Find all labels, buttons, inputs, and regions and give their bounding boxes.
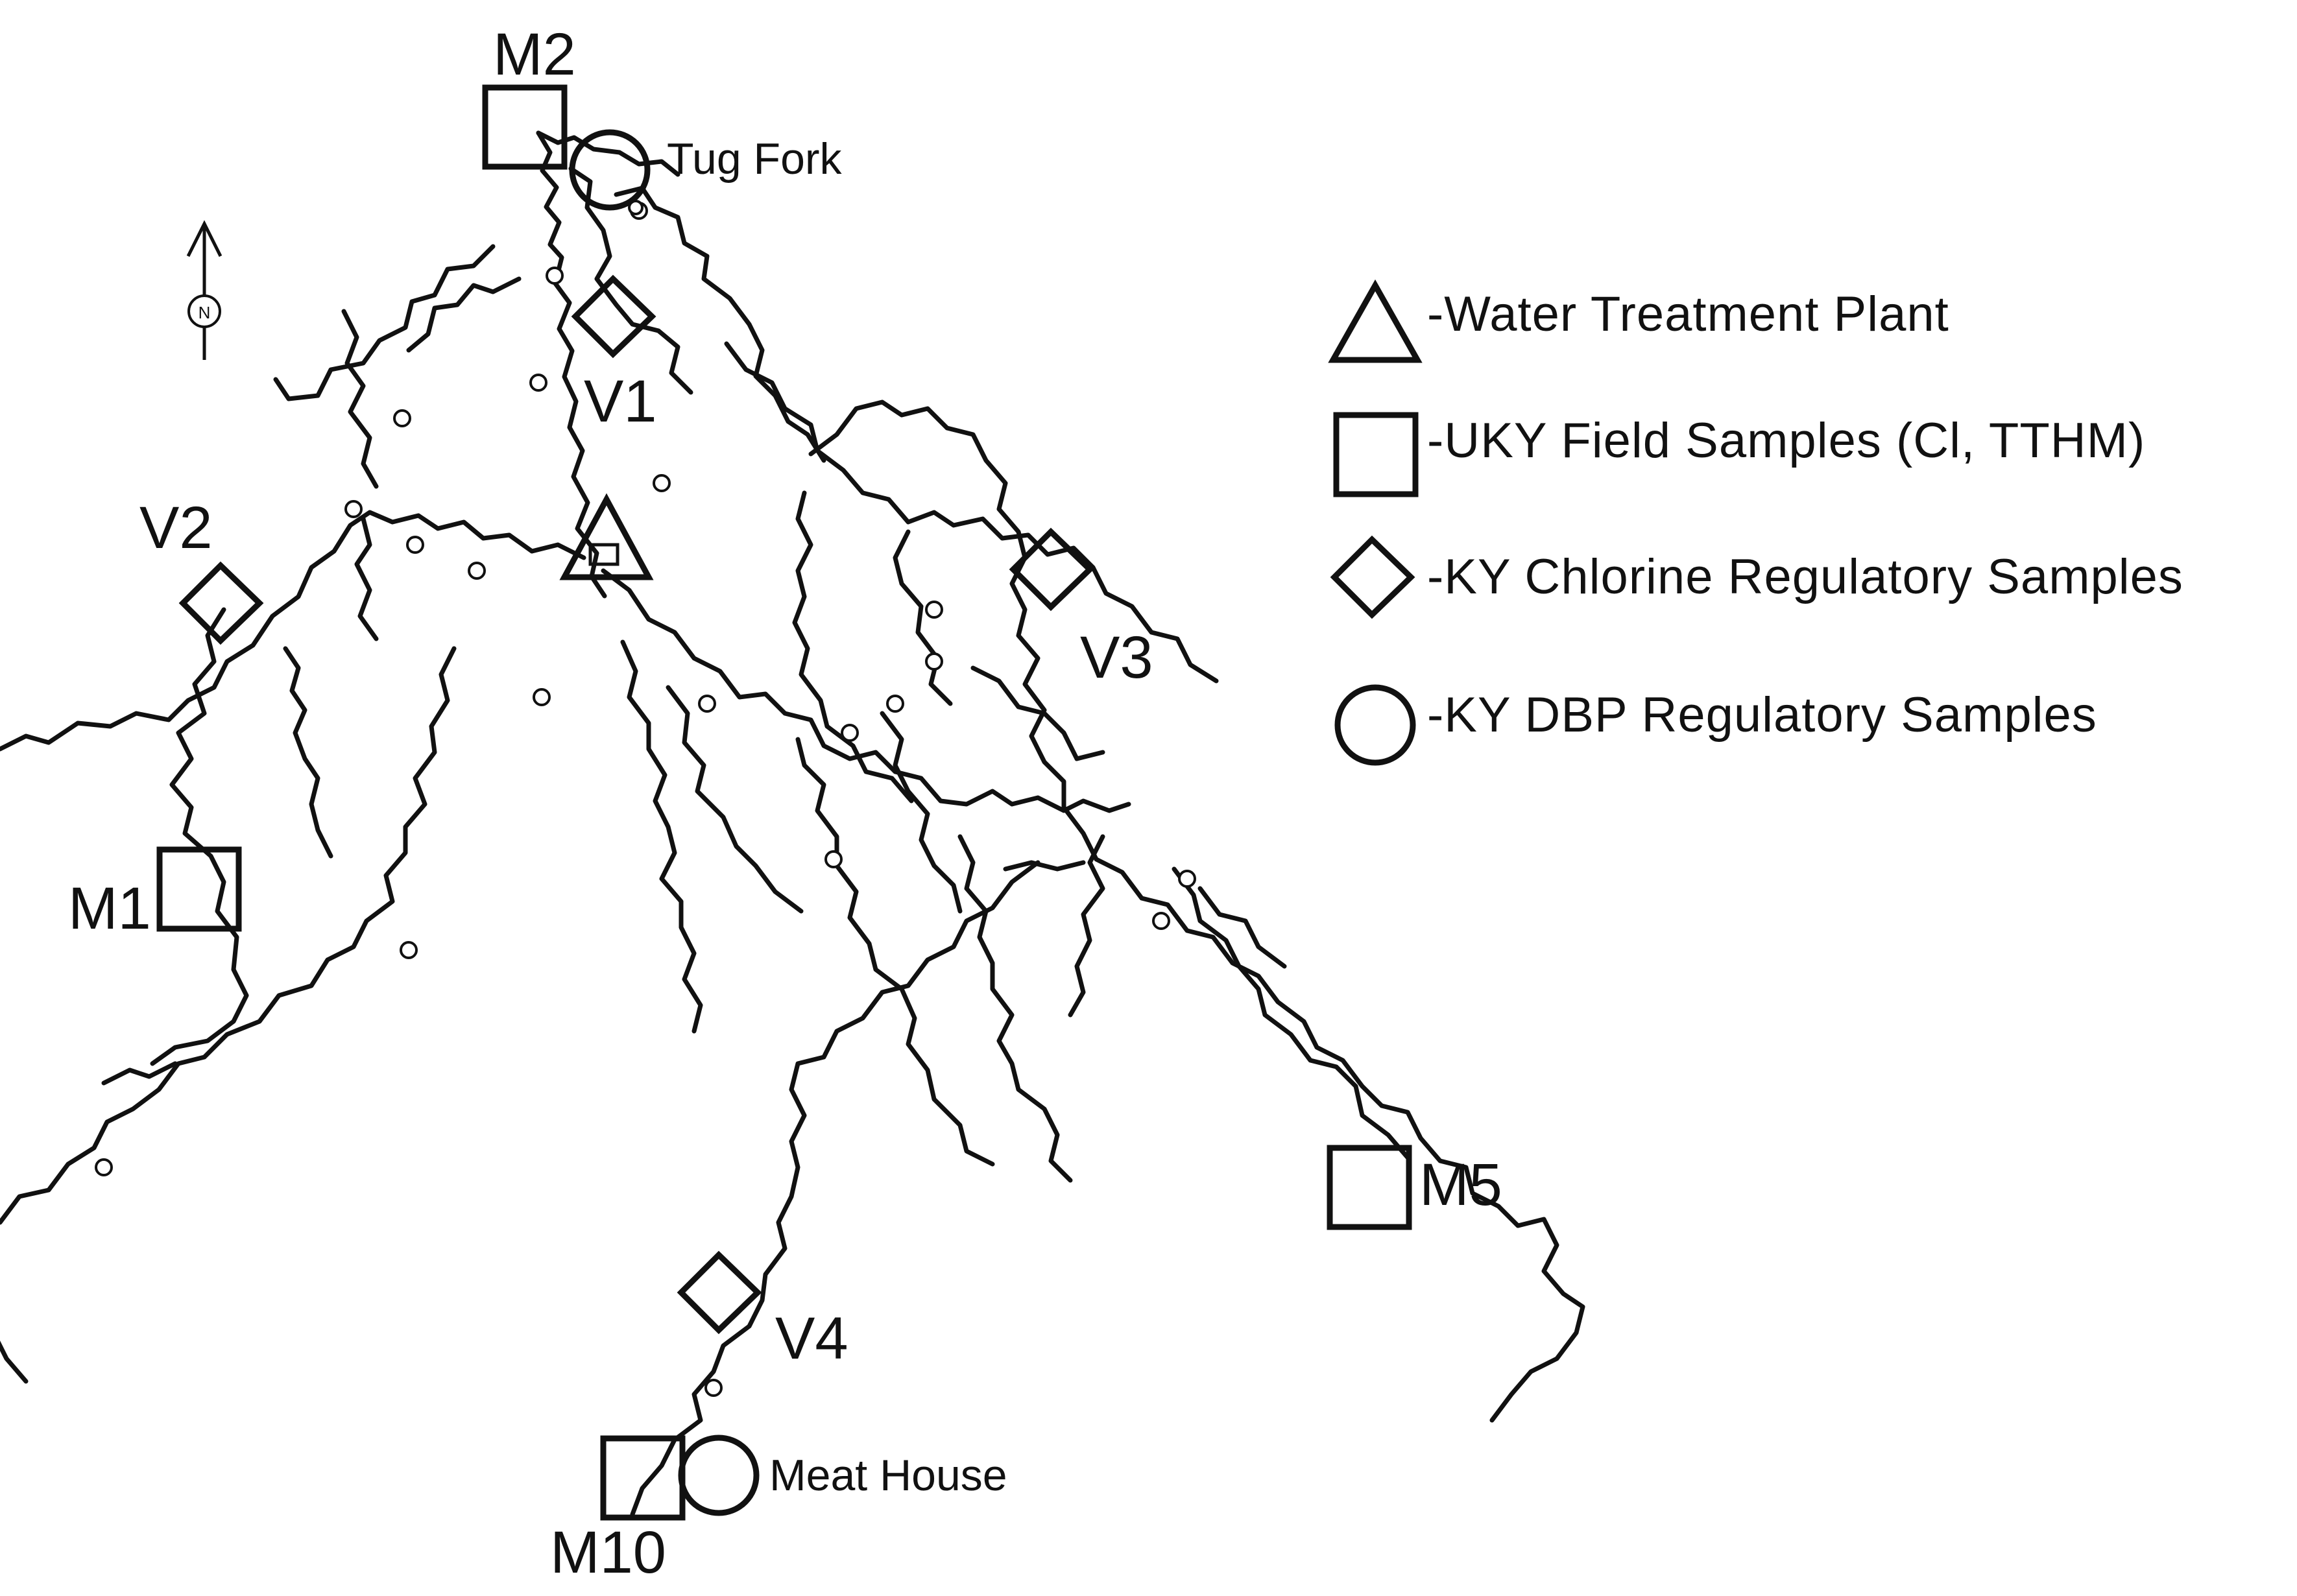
label-v2: V2 bbox=[139, 495, 213, 561]
sample-symbols: M2 Tug Fork V1 V2 V3 M1 M5 V4 M10 Meat H… bbox=[68, 21, 1502, 1586]
junction-node bbox=[546, 267, 564, 285]
junction-node bbox=[529, 374, 547, 392]
label-tug-fork: Tug Fork bbox=[667, 134, 843, 184]
legend-wtp-label: -Water Treatment Plant bbox=[1427, 287, 1949, 342]
junction-node bbox=[925, 601, 943, 619]
junction-node bbox=[344, 500, 363, 518]
square-marker-m1[interactable] bbox=[156, 846, 242, 932]
junction-node bbox=[886, 695, 904, 713]
label-v3: V3 bbox=[1080, 625, 1153, 691]
square-marker-m5[interactable] bbox=[1327, 1145, 1412, 1230]
square-marker-m2[interactable] bbox=[482, 84, 568, 170]
legend: -Water Treatment Plant -UKY Field Sample… bbox=[1328, 279, 2183, 766]
legend-ky-chlorine-label: -KY Chlorine Regulatory Samples bbox=[1427, 549, 2183, 604]
triangle-marker-wtp[interactable] bbox=[559, 493, 654, 580]
label-v4: V4 bbox=[775, 1305, 848, 1372]
junction-node bbox=[393, 409, 411, 427]
wtp-building-icon bbox=[588, 543, 619, 566]
legend-triangle-icon bbox=[1328, 279, 1423, 363]
north-arrow: N bbox=[186, 220, 222, 360]
legend-ky-dbp-label: -KY DBP Regulatory Samples bbox=[1427, 687, 2097, 743]
pipe-network bbox=[0, 130, 1585, 1517]
legend-diamond-icon bbox=[1330, 535, 1415, 619]
junction-node bbox=[925, 652, 943, 671]
label-m5: M5 bbox=[1419, 1152, 1502, 1218]
circle-marker-tug-fork[interactable] bbox=[569, 129, 651, 211]
legend-square-icon bbox=[1333, 412, 1419, 497]
junction-node bbox=[1152, 912, 1170, 930]
diamond-marker-v3[interactable] bbox=[1009, 527, 1094, 612]
junction-node bbox=[824, 850, 843, 868]
junction-node bbox=[1178, 870, 1196, 888]
label-m2: M2 bbox=[493, 21, 576, 88]
diamond-marker-v4[interactable] bbox=[677, 1250, 762, 1335]
legend-uky-label: -UKY Field Samples (Cl, TTHM) bbox=[1427, 413, 2145, 468]
junction-node bbox=[841, 724, 859, 742]
label-m10: M10 bbox=[550, 1519, 666, 1586]
junction-node bbox=[400, 941, 418, 959]
label-m1: M1 bbox=[68, 875, 151, 942]
junction-node bbox=[698, 695, 716, 713]
label-v1: V1 bbox=[584, 368, 657, 435]
junction-node bbox=[653, 474, 671, 492]
circle-marker-meat-house[interactable] bbox=[678, 1435, 760, 1516]
label-meat-house: Meat House bbox=[769, 1451, 1007, 1500]
junction-node bbox=[95, 1158, 113, 1176]
compass-letter: N bbox=[198, 303, 211, 322]
junction-node bbox=[704, 1379, 723, 1397]
legend-circle-icon bbox=[1334, 684, 1416, 766]
junction-nodes bbox=[95, 200, 1196, 1397]
diamond-marker-v2[interactable] bbox=[178, 561, 264, 645]
junction-node bbox=[533, 688, 551, 706]
junction-node bbox=[406, 536, 424, 554]
diamond-marker-v1[interactable] bbox=[571, 274, 656, 359]
junction-node bbox=[468, 562, 486, 580]
